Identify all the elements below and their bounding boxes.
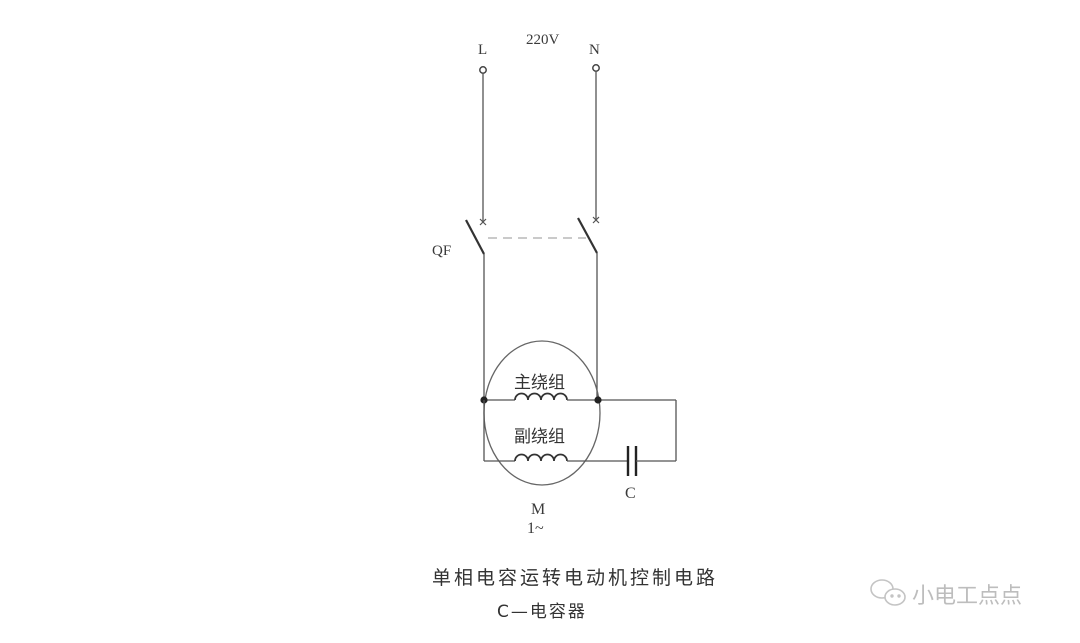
aux-winding-label: 副绕组 bbox=[514, 427, 565, 447]
breaker-contact-x-icon bbox=[479, 216, 600, 226]
capacitor-icon bbox=[626, 446, 676, 476]
aux-winding-coil-icon bbox=[484, 453, 628, 462]
capacitor-label: C bbox=[625, 485, 636, 502]
motor-label: M bbox=[531, 501, 545, 518]
neutral-terminal-icon bbox=[592, 64, 600, 72]
watermark-text: 小电工点点 bbox=[912, 584, 1022, 609]
voltage-label: 220V bbox=[526, 32, 560, 48]
main-winding-label: 主绕组 bbox=[514, 373, 565, 393]
breaker-label: QF bbox=[432, 243, 451, 259]
line-terminal-label: L bbox=[478, 42, 487, 58]
motor-housing-icon bbox=[483, 340, 601, 486]
line-terminal-icon bbox=[479, 66, 487, 74]
diagram-legend: C—电容器 bbox=[497, 602, 587, 622]
main-winding-coil-icon bbox=[484, 392, 676, 401]
diagram-title: 单相电容运转电动机控制电路 bbox=[432, 567, 718, 589]
neutral-terminal-label: N bbox=[589, 42, 600, 58]
motor-phase-label: 1~ bbox=[527, 520, 544, 537]
junction-dot-right bbox=[594, 396, 602, 404]
breaker-switch-icon bbox=[465, 217, 598, 255]
wechat-icon bbox=[870, 579, 906, 606]
